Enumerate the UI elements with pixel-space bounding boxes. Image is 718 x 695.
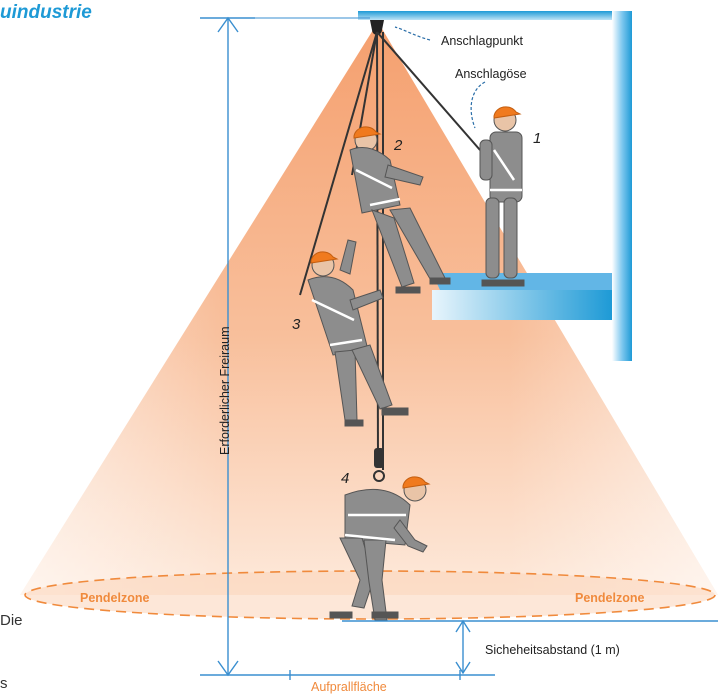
figure-number-4: 4 (341, 470, 350, 487)
worker-3 (307, 239, 409, 427)
shock-absorber (374, 448, 384, 468)
impact-surface-bracket (255, 670, 495, 680)
clipped-text-line-2: s (0, 675, 8, 692)
clearance-dimension (200, 16, 255, 677)
fall-zone-cone-shading (20, 22, 718, 595)
impact-surface-label: Aufprallfläche (311, 680, 387, 694)
worker-1 (479, 106, 525, 287)
wall-column (612, 11, 632, 361)
anchor-eye-arrow (470, 81, 486, 129)
worker-4 (329, 476, 431, 621)
required-clearance-label: Erforderlicher Freiraum (218, 326, 232, 455)
pendulum-zone-right-label: Pendelzone (575, 591, 645, 605)
worker-2 (349, 126, 451, 294)
ceiling-beam (358, 11, 628, 20)
anchor-eye-label: Anschlagöse (455, 67, 527, 81)
anchor-point-arrow (394, 26, 431, 41)
figure-number-3: 3 (292, 316, 301, 333)
brand-title: uindustrie (0, 2, 92, 23)
karabiner (373, 470, 385, 482)
safety-distance-label: Sicheheitsabstand (1 m) (485, 643, 620, 657)
anchor-point (370, 20, 384, 35)
platform-slab (432, 290, 612, 320)
figure-number-1: 1 (533, 130, 542, 147)
anchor-point-label: Anschlagpunkt (441, 34, 524, 48)
safety-distance-dimension (455, 619, 471, 675)
pendulum-zone-left-label: Pendelzone (80, 591, 150, 605)
figure-number-2: 2 (394, 137, 403, 154)
clipped-text-line-1: Die (0, 612, 23, 629)
